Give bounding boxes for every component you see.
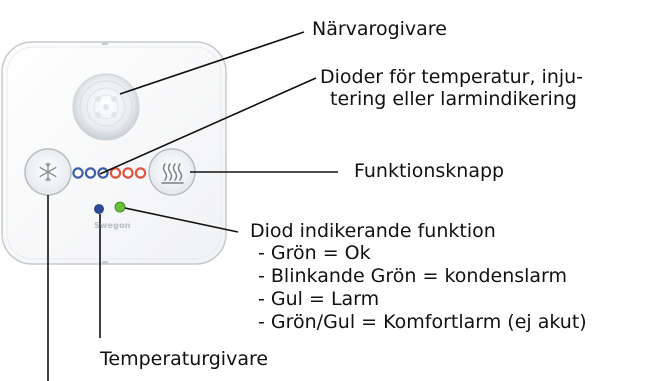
label-temperature-sensor: Temperaturgivare: [100, 348, 269, 370]
label-function-button: Funktionsknapp: [354, 160, 505, 182]
leader-presence: [119, 31, 305, 95]
led-1: [72, 167, 84, 179]
led-2: [84, 167, 97, 179]
leader-diodes: [99, 77, 317, 175]
label-status-led-title: Diod indikerande funktion: [250, 220, 496, 242]
function-button[interactable]: [148, 148, 196, 196]
label-presence-sensor: Närvarogivare: [312, 18, 447, 40]
label-diodes-line1: Dioder för temperatur, inju-: [320, 66, 584, 88]
thermostat-device: [1, 41, 227, 265]
led-6: [134, 167, 147, 179]
label-diodes-line2: tering eller larmindikering: [330, 88, 577, 110]
cooling-button[interactable]: [24, 148, 72, 196]
status-led: [114, 201, 126, 213]
label-status-item-3: - Grön/Gul = Komfortlarm (ej akut): [258, 311, 587, 333]
brand-logo: Swegon: [94, 221, 131, 230]
snowflake-icon: [39, 162, 57, 182]
heat-waves-icon: [161, 163, 184, 184]
led-5: [122, 167, 134, 179]
leader-status-led: [124, 207, 239, 233]
label-status-item-2: - Gul = Larm: [258, 288, 380, 310]
label-status-item-0: - Grön = Ok: [258, 242, 371, 264]
temperature-sensor: [94, 204, 104, 214]
led-4: [109, 167, 122, 179]
temperature-led-row: [72, 167, 147, 179]
leader-lines: [47, 31, 338, 381]
presence-sensor: [72, 73, 140, 141]
label-status-item-1: - Blinkande Grön = kondenslarm: [258, 265, 568, 287]
